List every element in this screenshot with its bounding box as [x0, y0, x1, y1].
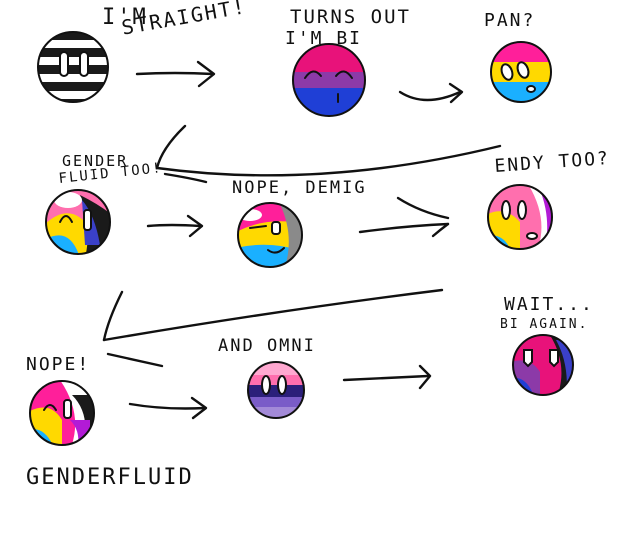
pan-ball-icon — [490, 41, 552, 103]
arrow-icon — [128, 396, 208, 420]
arrow-icon — [342, 364, 432, 390]
arrow-icon — [106, 352, 164, 368]
straight-ball-icon — [37, 31, 109, 103]
arrow-icon — [146, 214, 204, 238]
arrow-icon — [102, 288, 444, 342]
arrow-icon — [358, 222, 450, 238]
bi-again-ball-icon — [512, 334, 574, 396]
genderfluid-final-ball-icon — [29, 380, 95, 446]
bi-label-line1: TURNS OUT — [290, 6, 411, 28]
genderfluid-final-label: GENDERFLUID — [26, 465, 194, 490]
arrow-icon — [398, 82, 464, 104]
pan-label: PAN? — [484, 10, 536, 31]
arrow-icon — [155, 124, 502, 177]
arrow-icon — [396, 196, 450, 220]
wait-label-line1: WAIT... — [504, 294, 594, 315]
omni-ball-icon — [247, 361, 305, 419]
wait-label-line2: BI AGAIN. — [500, 317, 589, 332]
omni-label: AND OMNI — [218, 336, 316, 356]
demig-label: NOPE, DEMIG — [232, 178, 367, 198]
straight-label-line1: I'M — [102, 5, 148, 30]
bi-ball-icon — [292, 43, 366, 117]
endy-ball-icon — [487, 184, 553, 250]
nope-label: NOPE! — [26, 354, 91, 375]
arrow-icon — [163, 172, 208, 184]
demig-ball-icon — [237, 202, 303, 268]
genderfluid-question-line1: GENDER — [62, 152, 129, 170]
bi-label-line2: I'M BI — [285, 28, 363, 49]
arrow-icon — [135, 60, 216, 88]
genderfluid-ball-icon — [45, 189, 111, 255]
